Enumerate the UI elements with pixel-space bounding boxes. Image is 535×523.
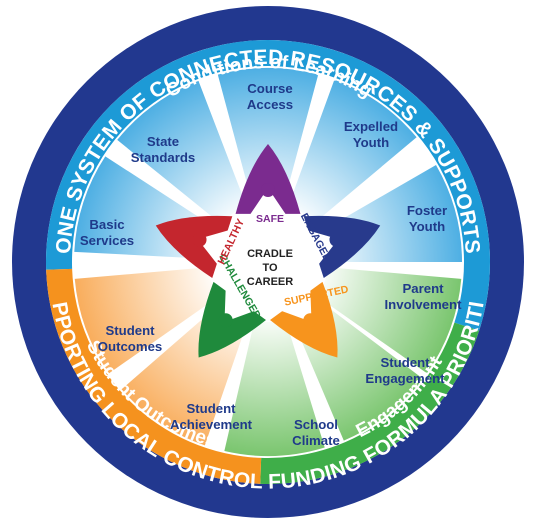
segment-wedge (288, 79, 417, 224)
band-ring (46, 40, 491, 484)
center-star (155, 144, 381, 358)
segment-labels: CourseAccessExpelledYouthFosterYouthPare… (80, 81, 462, 448)
segment-label-line: Access (247, 97, 293, 112)
center-line-2: TO (262, 262, 278, 274)
segment-wedge (217, 68, 319, 205)
star-petal (303, 215, 381, 278)
segment-label-line: Standards (131, 150, 196, 165)
star-dot (192, 232, 207, 247)
center-line-3: CAREER (247, 276, 294, 288)
segment-label-line: Engagement (365, 371, 445, 386)
segment-wedge (74, 267, 219, 374)
segment-label-line: Climate (292, 433, 340, 448)
segment-label-line: State (147, 134, 179, 149)
center-line-1: CRADLE (247, 248, 293, 260)
segment-label-line: Foster (407, 203, 447, 218)
segment-label-line: Involvement (385, 297, 463, 312)
segment-label-line: Basic (89, 217, 124, 232)
segment-label-line: Services (80, 233, 134, 248)
segment-label-line: Course (247, 81, 292, 96)
segment-label-line: Student (380, 355, 430, 370)
star-petal (155, 215, 233, 278)
segment-label-line: Achievement (170, 417, 253, 432)
star-center (197, 188, 339, 322)
segment-wedge (224, 319, 325, 456)
band-engagement (260, 322, 480, 484)
segment-label-line: School (294, 417, 338, 432)
star-word-safe: SAFE (256, 213, 284, 225)
segment-label-line: Student (186, 401, 236, 416)
segment-label-line: Parent (402, 281, 444, 296)
segment-wedge (117, 80, 247, 225)
segment-wedge (317, 267, 462, 374)
star-dot (261, 183, 275, 197)
star-dot (218, 313, 233, 328)
segment-label-line: Youth (409, 219, 445, 234)
band-outcomes (46, 268, 262, 484)
star-petal (235, 144, 301, 214)
star-dot (303, 313, 318, 328)
segment-label-line: Student (105, 323, 155, 338)
star-dot (329, 232, 344, 247)
segment-label-line: Outcomes (98, 339, 163, 354)
segment-label-line: Expelled (344, 119, 398, 134)
segment-label-line: Youth (353, 135, 389, 150)
